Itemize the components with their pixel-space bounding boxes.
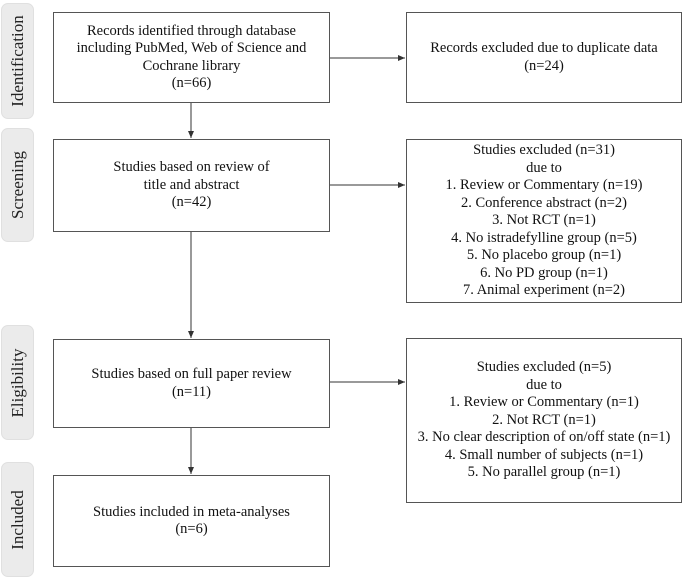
box-screening-excluded: Studies excluded (n=31) due to 1. Review…: [406, 139, 682, 303]
box-line: 5. No parallel group (n=1): [467, 464, 621, 481]
box-line: Studies included in meta-analyses: [93, 503, 290, 520]
box-line: (n=24): [524, 57, 564, 74]
box-line: Studies based on full paper review: [91, 366, 292, 382]
box-line: Studies excluded (n=31): [473, 142, 615, 159]
box-line: 1. Review or Commentary (n=1): [449, 394, 639, 411]
box-line: Cochrane library: [142, 57, 241, 74]
box-line: (n=66): [171, 75, 212, 91]
box-line: 6. No PD group (n=1): [480, 264, 608, 281]
box-line: 3. Not RCT (n=1): [492, 212, 596, 229]
box-line: (n=11): [171, 383, 212, 400]
box-studies-screened: Studies based on review of title and abs…: [53, 139, 330, 232]
box-line: due to: [526, 159, 562, 176]
box-studies-included: Studies included in meta-analyses (n=6): [53, 475, 330, 567]
box-records-identified: Records identified through database incl…: [53, 12, 330, 103]
box-line: 1. Review or Commentary (n=19): [445, 177, 643, 194]
box-line: Studies excluded (n=5): [476, 359, 612, 376]
box-line: title and abstract: [143, 176, 240, 193]
stage-label-eligibility: Eligibility: [1, 325, 34, 440]
stage-label-screening: Screening: [1, 128, 34, 242]
box-line: 5. No placebo group (n=1): [466, 247, 622, 264]
box-line: Records identified through database: [87, 22, 296, 39]
box-line: 3. No clear description of on/off state …: [417, 429, 671, 446]
box-line: including PubMed, Web of Science and: [76, 40, 307, 56]
stage-label-included: Included: [1, 462, 34, 577]
box-line: due to: [526, 376, 562, 393]
box-line: (n=6): [175, 521, 208, 537]
box-line: 7. Animal experiment (n=2): [463, 282, 625, 299]
box-duplicates-excluded: Records excluded due to duplicate data (…: [406, 12, 682, 103]
box-line: (n=42): [171, 194, 212, 211]
box-fulltext-excluded: Studies excluded (n=5) due to 1. Review …: [406, 338, 682, 503]
box-line: 2. Conference abstract (n=2): [461, 194, 627, 211]
box-line: 4. No istradefylline group (n=5): [451, 229, 637, 246]
box-line: Studies based on review of: [113, 159, 270, 176]
stage-label-identification: Identification: [1, 3, 34, 119]
box-full-paper-review: Studies based on full paper review (n=11…: [53, 339, 330, 428]
box-line: Records excluded due to duplicate data: [430, 40, 658, 56]
box-line: 2. Not RCT (n=1): [492, 411, 596, 428]
box-line: 4. Small number of subjects (n=1): [444, 446, 644, 463]
